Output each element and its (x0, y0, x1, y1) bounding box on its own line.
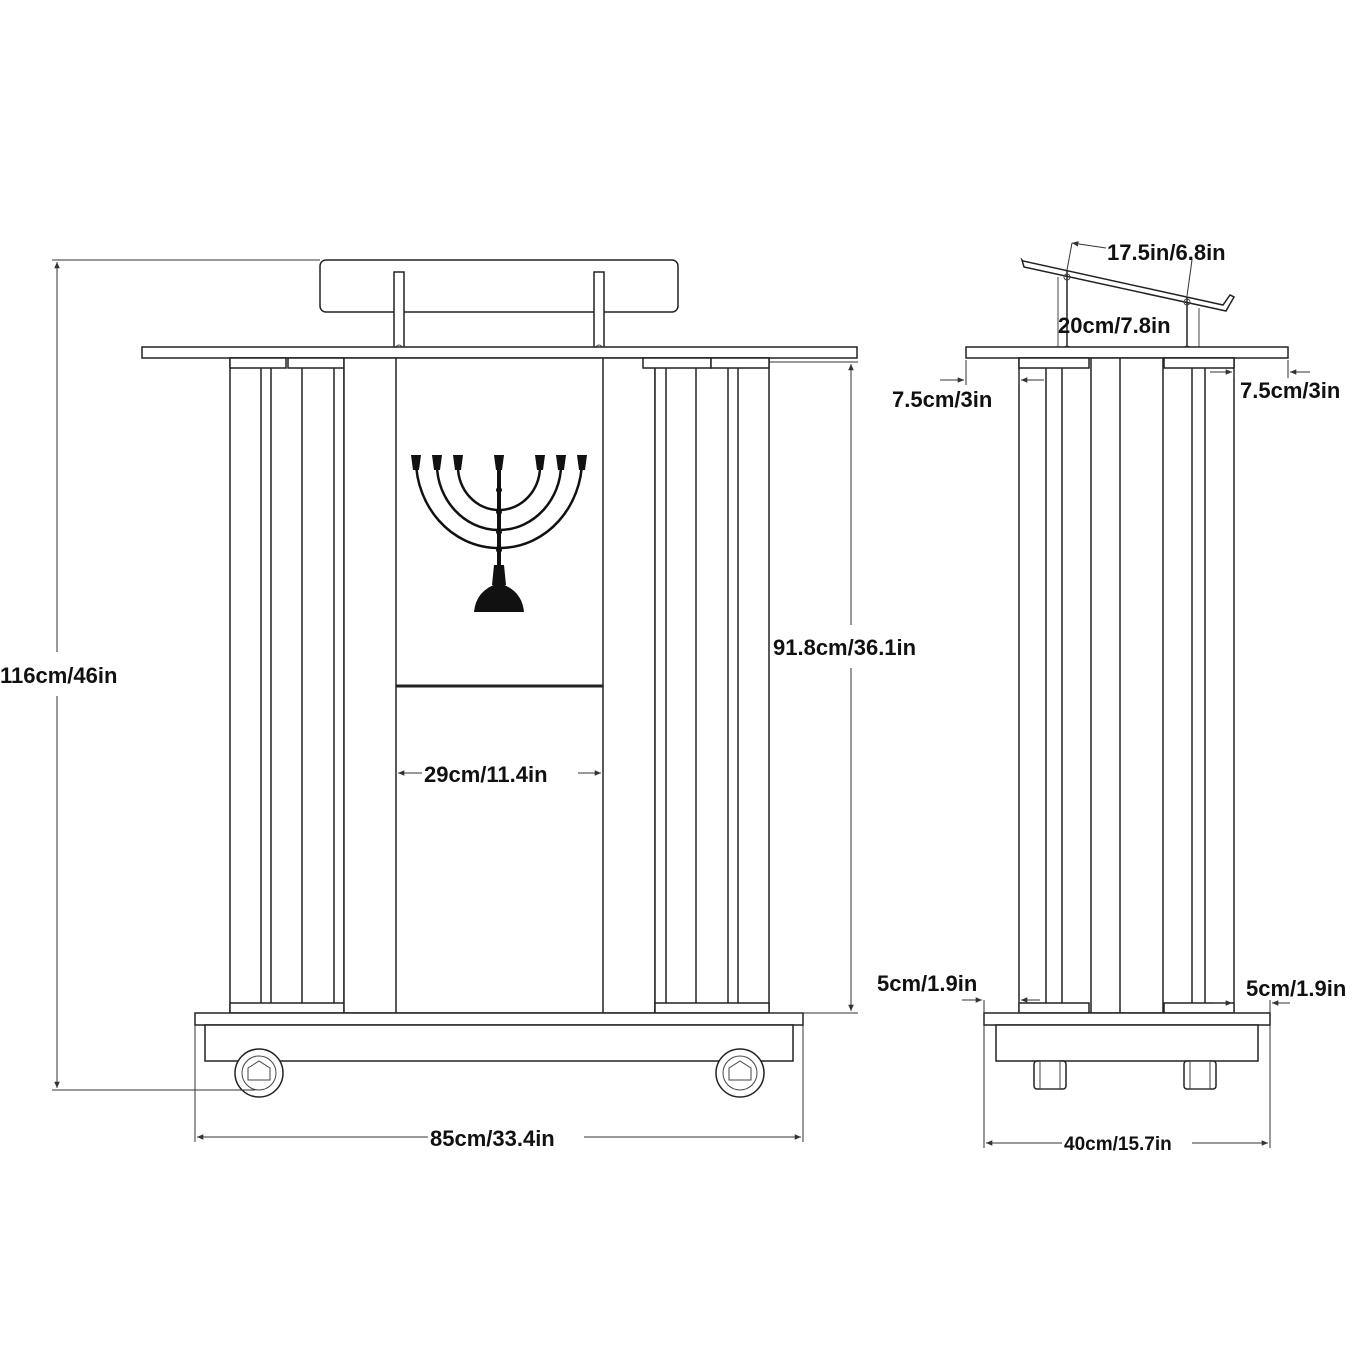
label-overhang-left: 7.5cm/3in (892, 387, 992, 412)
front-wheel-left (234, 1048, 284, 1098)
front-post-left (393, 271, 405, 355)
label-base-depth: 40cm/15.7in (1064, 1134, 1172, 1155)
side-view: 17.5in/6.8in 20cm/7.8in 7.5cm/3in 7.5cm/… (877, 240, 1346, 1155)
side-book-rest (1020, 257, 1236, 312)
menorah-icon (411, 455, 587, 612)
front-wheel-right (715, 1048, 765, 1098)
front-base-top (194, 1012, 804, 1026)
side-base-top (983, 1012, 1271, 1026)
front-right-columns (642, 357, 770, 1014)
label-total-height: 116cm/46in (0, 663, 117, 688)
dim-base-step-right: 5cm/1.9in (1214, 976, 1346, 1013)
dim-total-height: 116cm/46in (0, 259, 320, 1091)
label-base-step-left: 5cm/1.9in (877, 971, 977, 996)
front-base-body (204, 1024, 794, 1062)
dim-body-height: 91.8cm/36.1in (769, 361, 916, 1014)
label-body-height: 91.8cm/36.1in (773, 635, 916, 660)
label-shelf-height: 20cm/7.8in (1058, 313, 1171, 338)
dim-base-step-left: 5cm/1.9in (877, 971, 1040, 1013)
side-caster-right (1183, 1060, 1217, 1090)
front-left-columns (229, 357, 345, 1014)
label-panel-width: 29cm/11.4in (424, 762, 548, 787)
dim-panel-width: 29cm/11.4in (398, 762, 601, 787)
label-base-width: 85cm/33.4in (430, 1126, 555, 1151)
dim-overhang-left: 7.5cm/3in (892, 360, 1044, 412)
side-caster-left (1033, 1060, 1067, 1090)
front-post-right (593, 271, 605, 355)
dim-base-depth: 40cm/15.7in (983, 1025, 1271, 1155)
front-view: 116cm/46in 91.8cm/36.1in 29cm/11.4in 85c… (0, 259, 916, 1151)
label-shelf-width: 17.5in/6.8in (1107, 240, 1226, 265)
front-book-rest (319, 259, 679, 313)
dim-shelf-width: 17.5in/6.8in (1066, 240, 1226, 297)
label-overhang-right: 7.5cm/3in (1240, 378, 1340, 403)
front-top-slab (141, 346, 858, 359)
dim-overhang-right: 7.5cm/3in (1210, 360, 1340, 403)
label-base-step-right: 5cm/1.9in (1246, 976, 1346, 1001)
side-base-body (995, 1024, 1259, 1062)
dim-base-width: 85cm/33.4in (194, 1025, 804, 1151)
side-top-slab (965, 346, 1289, 359)
